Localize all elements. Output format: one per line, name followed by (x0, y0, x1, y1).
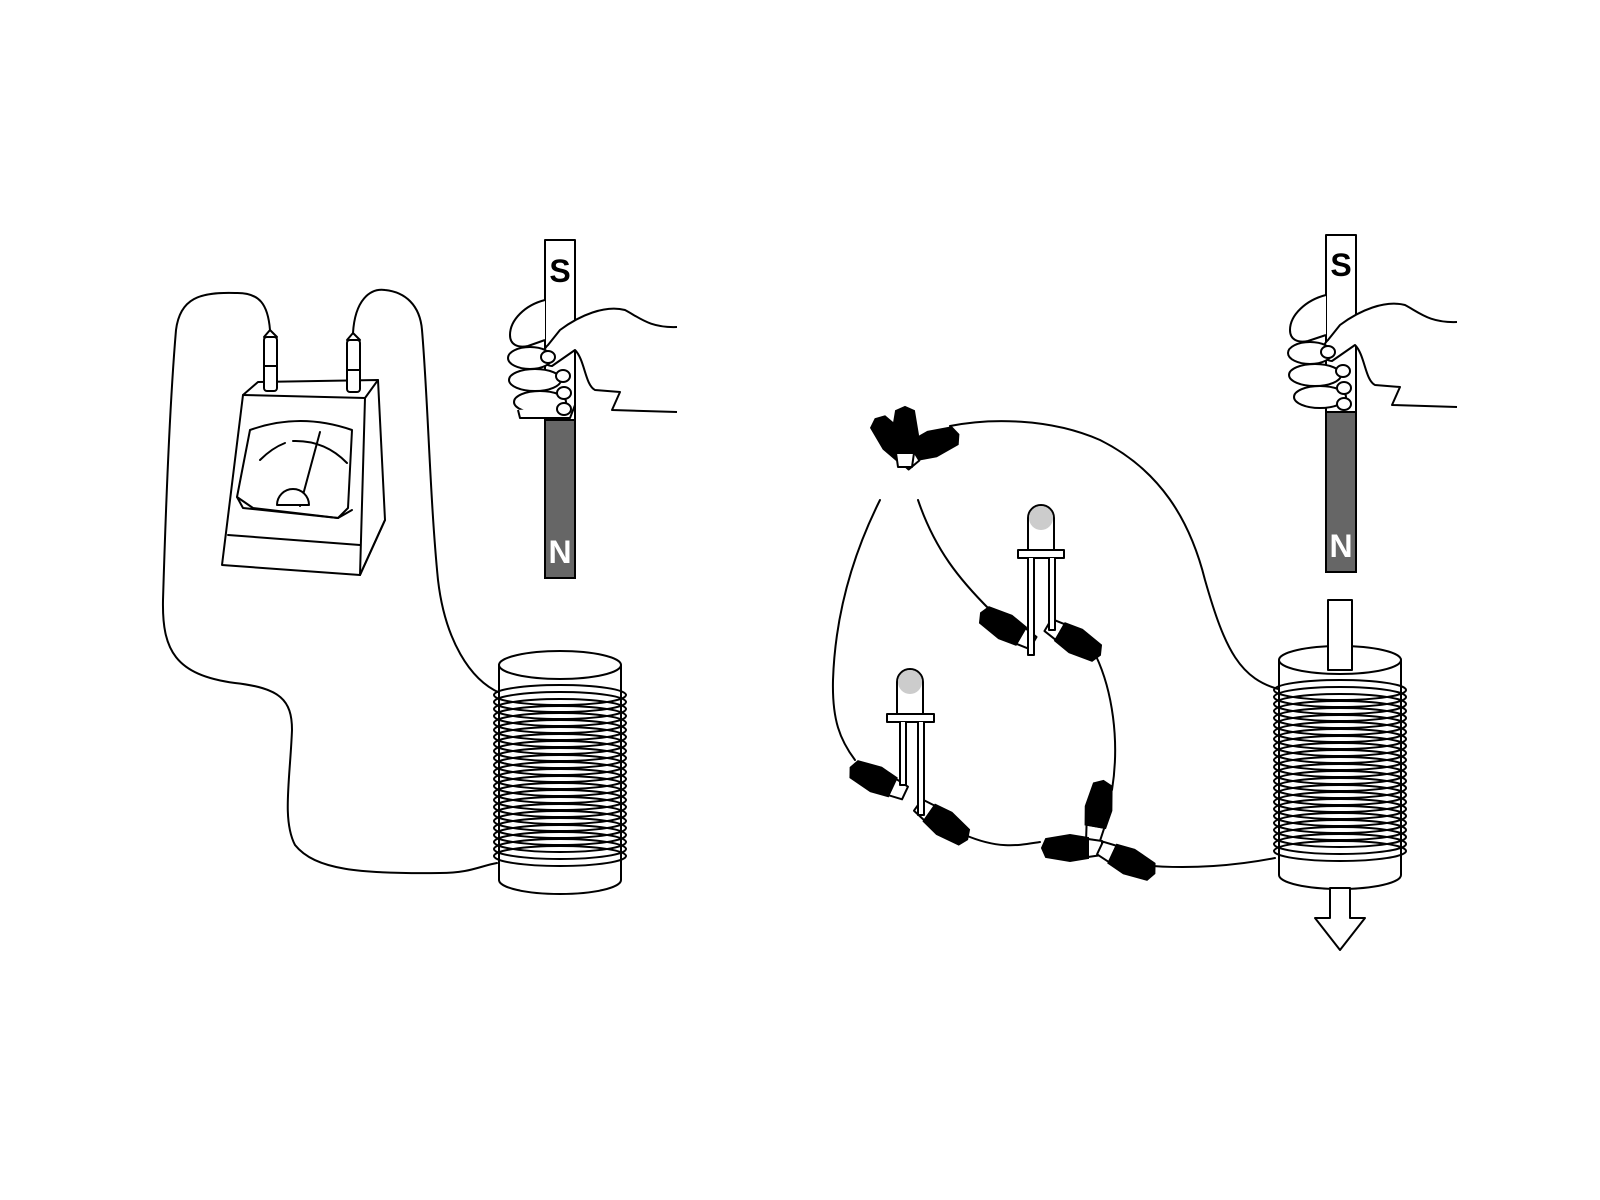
pole-label-s: S (549, 253, 570, 289)
coil-left (493, 650, 627, 895)
magnet-rod-inside (1327, 599, 1353, 671)
galvanometer (221, 329, 386, 576)
wire-left-inner (352, 288, 501, 694)
led-upper (1017, 504, 1065, 656)
circuit-wires-right (831, 420, 1283, 868)
pole-label-n: N (548, 534, 571, 570)
pole-label-n: N (1329, 528, 1352, 564)
wire-left-outer (161, 291, 498, 875)
hand-right (1287, 294, 1458, 411)
arrow-down-icon (1314, 887, 1366, 951)
terminal-left (263, 329, 278, 392)
coil-right (1273, 599, 1407, 890)
alligator-clips (844, 406, 1161, 887)
led-lower (886, 668, 935, 816)
hand-left (507, 299, 678, 419)
pole-label-s: S (1330, 247, 1351, 283)
terminal-right (346, 332, 361, 393)
